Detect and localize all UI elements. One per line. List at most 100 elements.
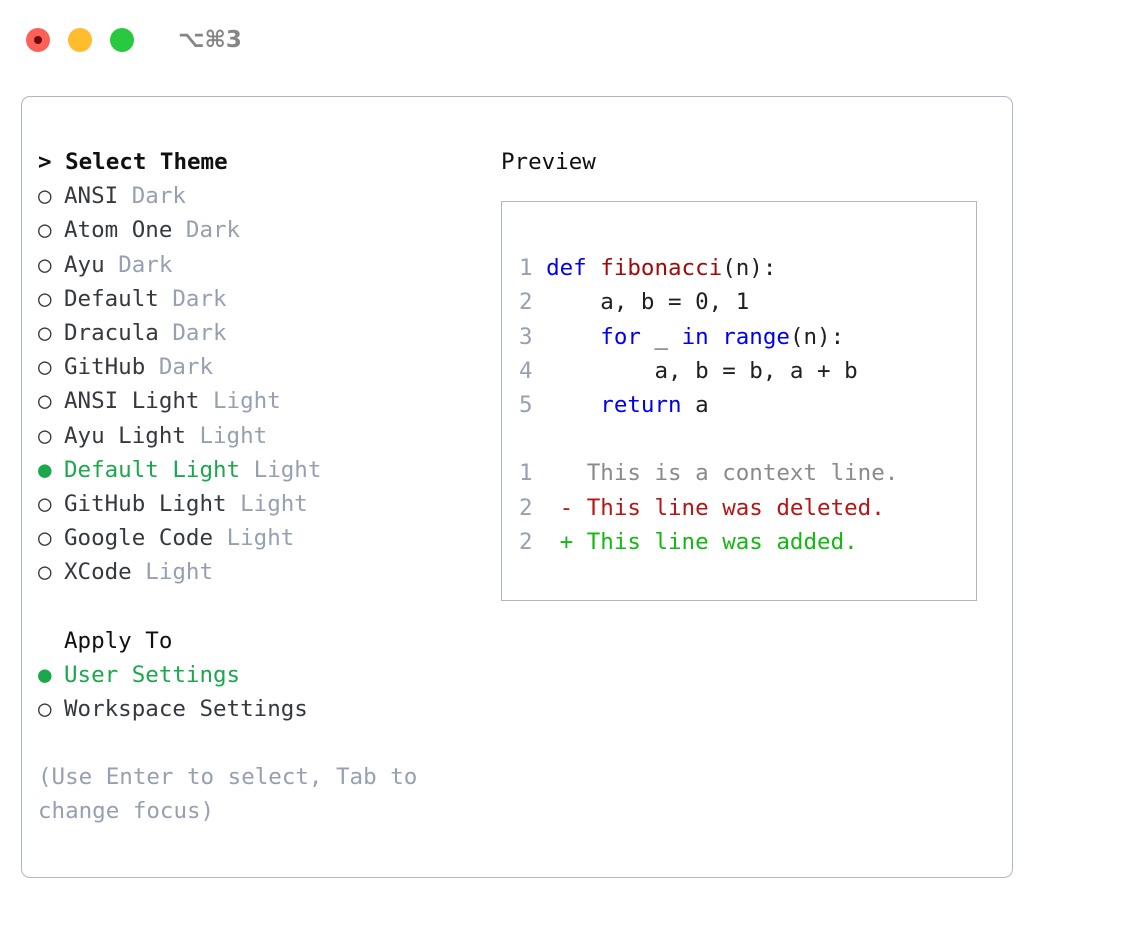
theme-option-google-code[interactable]: ○ Google Code Light <box>38 521 488 555</box>
theme-option-label: ANSI <box>64 183 119 210</box>
theme-option-tag: Light <box>145 559 214 586</box>
diff-block: 1 This is a context line.2 - This line w… <box>519 456 968 559</box>
diff-line-ctx: 1 This is a context line. <box>519 456 968 490</box>
code-token <box>709 324 723 350</box>
radio-selected-icon: ● <box>38 661 52 688</box>
radio-unselected-icon: ○ <box>38 696 52 723</box>
theme-option-tag: Light <box>240 491 308 518</box>
code-token <box>546 392 600 418</box>
diff-text: This line was deleted. <box>573 494 885 521</box>
radio-unselected-icon: ○ <box>38 559 52 586</box>
code-token: for <box>600 323 641 350</box>
code-line: 3 for _ in range(n): <box>519 320 968 354</box>
theme-option-label: ANSI Light <box>64 388 200 415</box>
theme-option-xcode[interactable]: ○ XCode Light <box>38 555 488 589</box>
apply-to-option-list: ● User Settings ○ Workspace Settings <box>38 658 488 726</box>
code-token: _ <box>640 323 682 350</box>
apply-to-option-workspace-settings[interactable]: ○ Workspace Settings <box>38 692 488 726</box>
code-line: 2 a, b = 0, 1 <box>519 285 968 319</box>
diff-line-del: 2 - This line was deleted. <box>519 491 968 525</box>
theme-option-github-light[interactable]: ○ GitHub Light Light <box>38 487 488 521</box>
page-title: > Select Theme <box>38 149 228 175</box>
apply-to-option-user-settings[interactable]: ● User Settings <box>38 658 488 692</box>
theme-option-ayu[interactable]: ○ Ayu Dark <box>38 248 488 282</box>
radio-unselected-icon: ○ <box>38 217 52 244</box>
code-token: (n): <box>789 323 845 350</box>
code-line: 5 return a <box>519 388 968 422</box>
apply-to-option-label: User Settings <box>64 661 241 688</box>
theme-option-ansi-light[interactable]: ○ ANSI Light Light <box>38 384 488 418</box>
theme-option-tag: Dark <box>172 285 227 312</box>
recording-dot-icon <box>34 36 42 44</box>
code-line: 4 a, b = b, a + b <box>519 354 968 388</box>
window-controls <box>26 28 134 52</box>
maximize-button[interactable] <box>110 28 134 52</box>
code-token: a, b = b, a + b <box>546 357 858 384</box>
spacer <box>38 726 488 760</box>
preview-title: Preview <box>501 149 596 175</box>
theme-option-dracula[interactable]: ○Dracula Dark <box>38 316 488 350</box>
keyboard-shortcut-label: ⌥⌘3 <box>178 27 242 53</box>
theme-option-tag: Light <box>213 388 281 415</box>
spacer <box>38 590 488 624</box>
code-token: fibonacci <box>600 255 723 282</box>
radio-unselected-icon: ○ <box>38 388 52 415</box>
theme-option-ayu-light[interactable]: ○Ayu Light Light <box>38 419 488 453</box>
theme-option-label: Ayu Light <box>64 422 186 449</box>
title-bar: ⌥⌘3 <box>0 0 1140 80</box>
code-token: in <box>681 323 709 350</box>
code-token: a <box>681 392 709 419</box>
diff-text: This line was added. <box>573 528 858 555</box>
theme-option-atom-one[interactable]: ○Atom One Dark <box>38 213 488 247</box>
code-token: range <box>722 323 790 350</box>
line-number: 2 <box>519 494 533 521</box>
dialog-panel: > Select Theme ○ANSI Dark○Atom One Dark○… <box>21 96 1013 878</box>
radio-unselected-icon: ○ <box>38 491 52 518</box>
diff-marker: + <box>559 528 574 555</box>
radio-unselected-icon: ○ <box>38 354 52 381</box>
theme-option-default[interactable]: ○Default Dark <box>38 282 488 316</box>
radio-unselected-icon: ○ <box>38 525 52 552</box>
line-number: 5 <box>519 392 533 419</box>
theme-option-tag: Light <box>226 525 295 552</box>
theme-option-default-light[interactable]: ●Default Light Light <box>38 453 488 487</box>
line-number: 2 <box>519 289 533 316</box>
theme-option-ansi[interactable]: ○ANSI Dark <box>38 179 488 213</box>
theme-option-tag: Light <box>253 456 322 483</box>
theme-option-github[interactable]: ○GitHub Dark <box>38 350 488 384</box>
diff-marker <box>560 460 574 486</box>
apply-to-label: Apply To <box>64 627 173 654</box>
theme-option-tag: Dark <box>172 320 227 347</box>
code-token <box>546 324 600 350</box>
theme-option-tag: Dark <box>118 251 173 278</box>
theme-option-label: Default <box>64 285 159 312</box>
line-number: 3 <box>519 323 533 350</box>
theme-option-label: XCode <box>64 559 132 586</box>
radio-unselected-icon: ○ <box>38 422 52 449</box>
preview-pane: Preview 1 def fibonacci(n):2 a, b = 0, 1… <box>501 145 991 602</box>
theme-option-label: Google Code <box>64 525 214 552</box>
line-number: 1 <box>519 460 533 487</box>
close-button[interactable] <box>26 28 50 52</box>
theme-option-label: Ayu <box>64 251 105 278</box>
theme-option-tag: Dark <box>185 217 241 244</box>
line-number: 2 <box>519 528 533 555</box>
radio-unselected-icon: ○ <box>38 183 52 210</box>
code-token: a, b = 0, 1 <box>546 289 750 316</box>
minimize-button[interactable] <box>68 28 92 52</box>
code-token: (n): <box>722 255 777 282</box>
diff-line-add: 2 + This line was added. <box>519 525 968 559</box>
theme-option-label: GitHub Light <box>64 491 227 518</box>
line-number: 4 <box>519 357 533 384</box>
theme-option-label: Default Light <box>64 456 241 483</box>
theme-picker: > Select Theme ○ANSI Dark○Atom One Dark○… <box>38 145 488 829</box>
spacer <box>519 422 968 456</box>
diff-marker: - <box>559 494 574 521</box>
theme-option-list: ○ANSI Dark○Atom One Dark○Ayu Dark○Defaul… <box>38 179 488 589</box>
code-token: def <box>546 255 587 282</box>
radio-unselected-icon: ○ <box>38 251 52 278</box>
apply-to-option-label: Workspace Settings <box>64 696 308 723</box>
